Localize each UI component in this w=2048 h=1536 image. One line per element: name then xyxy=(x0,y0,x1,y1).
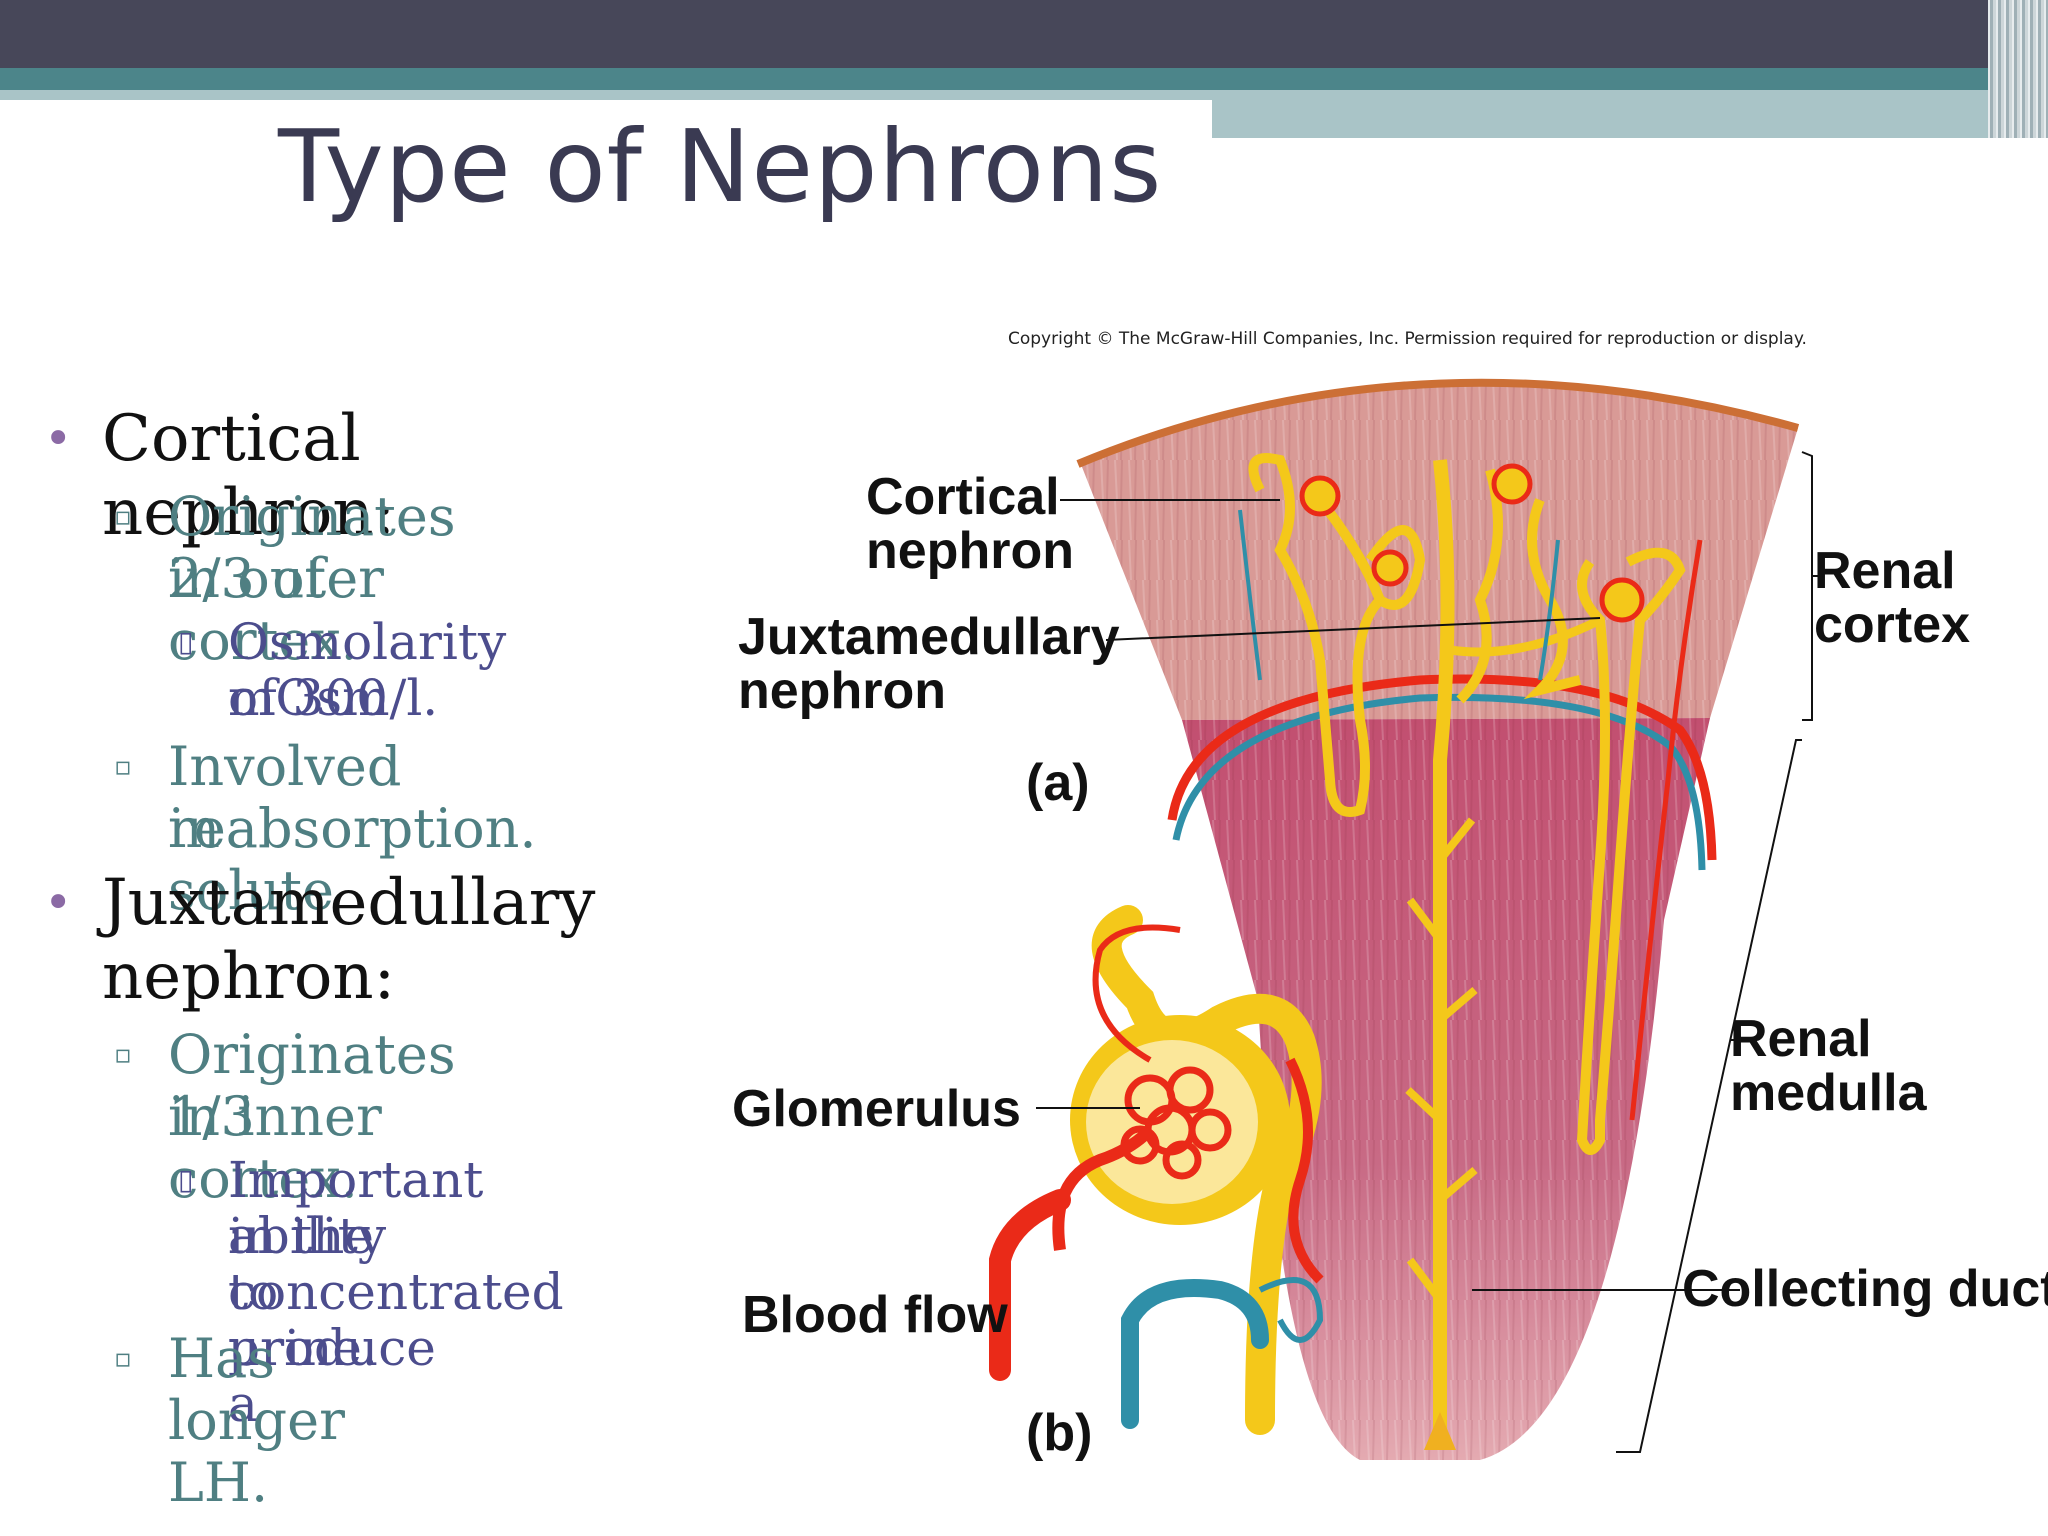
label-collecting-duct: Collecting duct xyxy=(1682,1260,2048,1318)
arcuate-vein xyxy=(1172,693,1706,871)
detail-bullet-box: ▯ xyxy=(178,625,194,658)
slide-title: Type of Nephrons xyxy=(278,108,1163,225)
label-juxtamedullary-2: nephron xyxy=(738,662,946,720)
cortical-solute-line2: reabsorption. xyxy=(168,797,537,860)
cortical-nephron-tubule-3 xyxy=(1365,525,1426,610)
juxtamedullary-glomerulus xyxy=(1599,577,1645,623)
cortical-osmolarity-line2: mOsm/l. xyxy=(228,669,439,727)
efferent-arteriole-detail xyxy=(1285,1057,1324,1284)
bullet-dot: • xyxy=(44,411,73,467)
cortical-glomerulus xyxy=(1299,475,1341,517)
cortical-nephron-tubule xyxy=(1248,453,1386,817)
label-renal-medulla-1: Renal xyxy=(1730,1010,1872,1068)
bowman-space xyxy=(1086,1040,1258,1204)
cortical-osmolarity-line1: Osmolarity of 300 xyxy=(228,613,507,727)
juxta-origin-line1: Originates in inner xyxy=(168,1023,456,1148)
venule-loop xyxy=(1258,1277,1324,1343)
juxtamedullary-nephron-tubule xyxy=(1576,547,1686,1155)
cortical-solute-line1: Involved in solute xyxy=(168,735,402,922)
detail-bullet-box: ▯ xyxy=(178,1163,194,1196)
cortical-origin-line2: 2/3 of cortex. xyxy=(168,547,358,672)
label-panel-a: (a) xyxy=(1026,754,1090,812)
sub-bullet-square: ▫ xyxy=(114,502,132,532)
label-panel-b: (b) xyxy=(1026,1404,1092,1462)
vasa-recta-artery xyxy=(1629,539,1703,1121)
cortical-origin-line1: Originates in outer xyxy=(168,485,456,610)
juxta-importance-line1: Important in the xyxy=(228,1151,484,1265)
papilla-tip xyxy=(1424,1412,1456,1450)
proximal-tubule-detail xyxy=(1091,905,1322,1435)
juxta-importance-line3: concentrated urine. xyxy=(228,1263,564,1377)
label-renal-medulla-2: medulla xyxy=(1730,1064,1928,1122)
label-renal-cortex-1: Renal xyxy=(1814,542,1956,600)
interlobular-vein xyxy=(1121,1279,1269,1429)
juxta-heading-line1: Juxtamedullary xyxy=(102,866,596,940)
region-bracket xyxy=(1616,451,1813,1453)
collecting-duct-branches xyxy=(1405,817,1478,1303)
cortex-texture xyxy=(1080,381,1798,720)
cortical-vein-branch xyxy=(1238,509,1262,681)
sub-bullet-square: ▫ xyxy=(114,1344,132,1374)
cortical-glomerulus-3 xyxy=(1371,549,1409,587)
collecting-duct xyxy=(1433,459,1455,1450)
juxta-heading-line2: nephron: xyxy=(102,940,396,1014)
cortical-vein-branch-2 xyxy=(1538,539,1560,681)
header-dark-bar xyxy=(0,0,2048,68)
label-juxtamedullary-1: Juxtamedullary xyxy=(738,608,1120,666)
renal-capsule xyxy=(1076,378,1800,468)
nephron-diagram: Copyright © The McGraw-Hill Companies, I… xyxy=(732,329,2048,1462)
copyright-notice: Copyright © The McGraw-Hill Companies, I… xyxy=(1008,329,1807,349)
connecting-tubule xyxy=(1449,615,1603,657)
interlobular-artery xyxy=(989,1189,1071,1381)
cortical-glomerulus-2 xyxy=(1491,463,1533,505)
bullet-dot: • xyxy=(44,875,73,931)
label-renal-cortex-2: cortex xyxy=(1814,596,1970,654)
juxta-origin-line2: 1/3 cortex. xyxy=(168,1085,358,1210)
cortical-heading: Cortical nephron: xyxy=(102,402,396,550)
header-light-bar xyxy=(0,90,1212,100)
label-blood-flow: Blood flow xyxy=(742,1286,1008,1344)
header-stripes xyxy=(1988,0,2048,138)
arcuate-artery xyxy=(1167,674,1717,861)
juxta-importance-line2: ability to produce a xyxy=(228,1207,436,1433)
leader-lines xyxy=(1036,499,1820,1291)
sub-bullet-square: ▫ xyxy=(114,752,132,782)
juxta-longer-lh: Has longer LH. xyxy=(168,1327,345,1514)
label-cortical-nephron-2: nephron xyxy=(866,522,1074,580)
label-cortical-nephron-1: Cortical xyxy=(866,468,1060,526)
label-glomerulus: Glomerulus xyxy=(732,1080,1021,1138)
peritubular-capillary xyxy=(1092,924,1181,1063)
sub-bullet-square: ▫ xyxy=(114,1040,132,1070)
afferent-arteriole xyxy=(1052,1125,1155,1251)
header-light-block xyxy=(1212,90,2048,138)
header-teal-bar xyxy=(0,68,2048,90)
